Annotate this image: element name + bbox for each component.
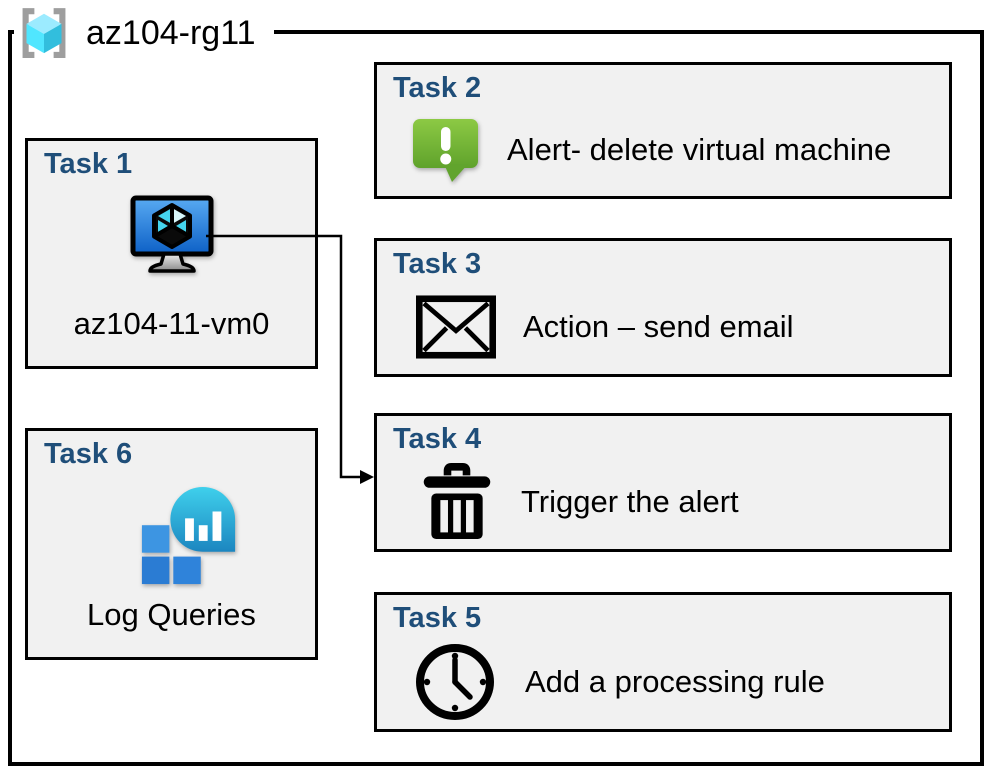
email-envelope-icon (416, 295, 496, 359)
task-3-title: Task 3 (393, 248, 482, 280)
task-5-label: Add a processing rule (525, 663, 825, 699)
task-4-title: Task 4 (393, 423, 482, 455)
task-box-5: Task 5 Add a processing rule (374, 592, 952, 732)
task-2-title: Task 2 (393, 72, 482, 104)
task-6-title: Task 6 (44, 438, 133, 470)
clock-icon (416, 643, 494, 720)
task-box-4: Task 4 Trigger the alert (374, 413, 952, 552)
trash-can-icon (423, 463, 491, 540)
task-4-label: Trigger the alert (521, 484, 739, 520)
task-box-1: Task 1 az104-11-vm0 (25, 138, 318, 369)
resource-group-legend: az104-rg11 (14, 3, 274, 63)
log-analytics-icon (141, 486, 236, 584)
task-5-title: Task 5 (393, 602, 482, 634)
task-3-label: Action – send email (523, 309, 794, 345)
task-1-label: az104-11-vm0 (73, 306, 270, 341)
task-box-6: Task 6 Log Queries (25, 428, 318, 660)
alert-speech-bubble-icon (413, 119, 478, 183)
virtual-machine-icon (130, 195, 213, 273)
task-2-label: Alert- delete virtual machine (507, 132, 892, 168)
task-box-2: Task 2 Alert- delete virtual machine (374, 62, 952, 199)
task-6-label: Log Queries (87, 597, 256, 632)
task-box-3: Task 3 Action – send email (374, 238, 952, 377)
resource-group-icon (22, 8, 66, 58)
resource-group-frame (8, 30, 984, 766)
resource-group-name: az104-rg11 (86, 13, 256, 52)
task-1-title: Task 1 (44, 148, 133, 180)
